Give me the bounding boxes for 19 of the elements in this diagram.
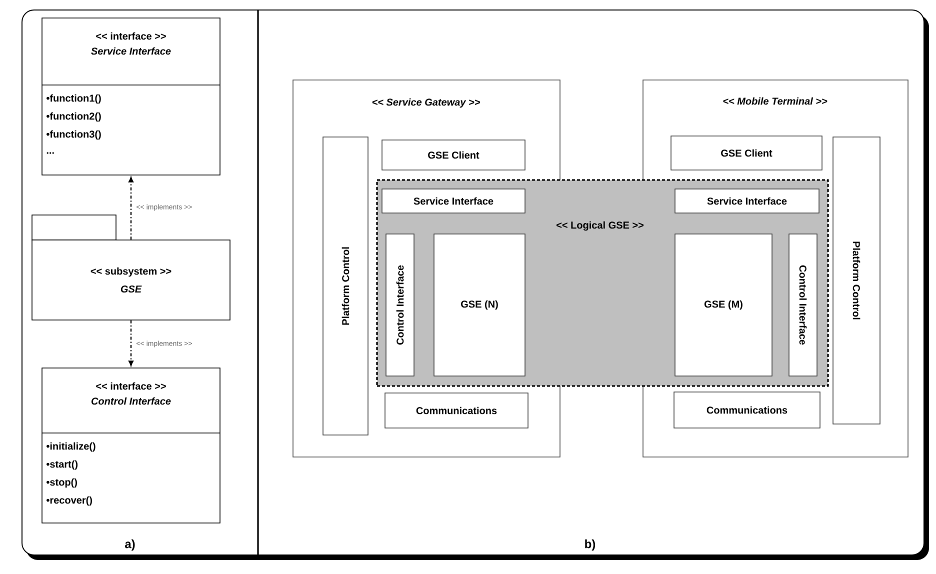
component-box: GSE (M) [674, 234, 772, 376]
package-box: << subsystem >> GSE [32, 214, 230, 320]
component-box: Control Interface [386, 234, 414, 376]
component-box: Service Interface [674, 188, 820, 214]
component-box: GSE (N) [434, 234, 526, 376]
component-box: GSE Client [670, 136, 822, 170]
component-box: Control Interface [788, 234, 818, 376]
panel-label: a) [125, 539, 135, 551]
component-box: Service Interface [382, 188, 526, 214]
arrow [128, 320, 134, 366]
component-box: Platform Control [322, 136, 368, 436]
panel-label: b) [585, 539, 596, 551]
class-box: << interface >> Control Interface •initialize() •start() •stop() •recover() [42, 368, 220, 524]
arrow [128, 177, 134, 240]
component-box: GSE Client [382, 140, 526, 170]
class-box: << interface >> Service Interface •function1() •function2() •function3() ... [42, 18, 220, 176]
component-box: Communications [384, 392, 528, 428]
component-box: Communications [674, 392, 820, 428]
component-box: Platform Control [832, 136, 880, 424]
